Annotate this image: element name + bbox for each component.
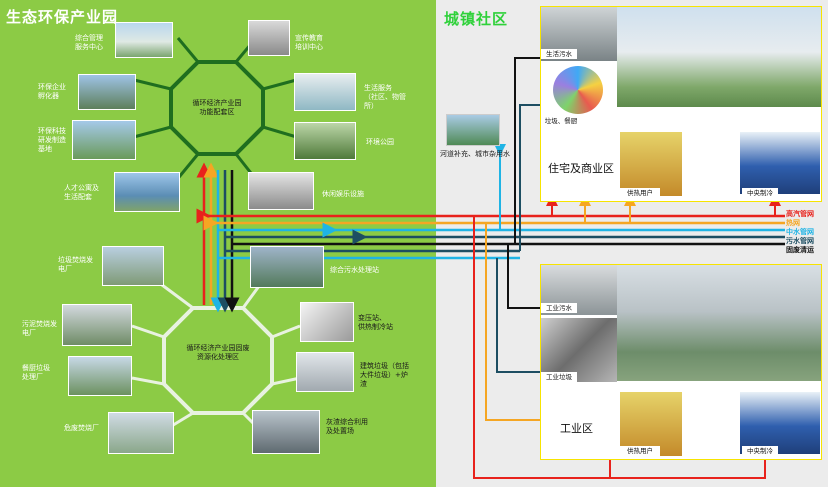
solid-waste-hub-label: 循环经济产业园固废 资源化处理区 [186,344,250,361]
ash-disposal-photo [252,410,320,454]
legend-reclaimed-water: 中水管网 [786,228,814,236]
leisure-facility-photo [248,172,314,210]
town-title: 城镇社区 [444,10,509,28]
industrial-zone-label: 工业区 [560,422,593,435]
env-park-label: 环境公园 [366,138,394,146]
pipeline-legend: 高汽管网 热网 中水管网 污水管网 固废清运 [786,210,814,255]
construction-waste-label: 建筑垃圾（包括 大件垃圾）+炉 渣 [360,362,409,388]
industrial-sewage-tag: 工业污水 [541,303,577,313]
industrial-cooling-tag: 中央制冷 [742,446,778,456]
env-park-photo [294,122,356,160]
legend-solid-waste: 固废清运 [786,246,814,254]
kitchen-waste-plant-photo [68,356,132,396]
sludge-plant-label: 污泥焚烧发 电厂 [22,320,57,337]
residential-heat-tag: 供热用户 [620,188,660,198]
transformer-station-label: 变压站、 供热制冷站 [358,314,393,331]
waste-sphere-icon [553,66,603,114]
domestic-sewage-tag: 生活污水 [541,49,577,59]
hazardous-waste-plant-label: 危废焚烧厂 [64,424,99,432]
legend-heat: 热网 [786,219,800,227]
legend-sewage: 污水管网 [786,237,814,245]
residential-cooling-photo [740,132,820,194]
household-waste-photo [541,62,617,126]
industrial-links [473,216,766,479]
residential-aerial-photo [617,7,821,107]
incubator-label: 环保企业 孵化器 [38,83,66,100]
industrial-waste-tag: 工业垃圾 [541,372,577,382]
admin-center-photo [115,22,173,58]
industrial-waste-photo [541,318,617,382]
education-center-label: 宣传教育 培训中心 [295,34,323,51]
transformer-station-photo [300,302,354,342]
legend-steam: 高汽管网 [786,210,814,218]
garbage-power-plant-photo [102,246,164,286]
function-hub-label: 循环经济产业园 功能配套区 [192,99,242,116]
industrial-heat-photo [620,392,682,456]
kitchen-waste-plant-label: 餐厨垃圾 处理厂 [22,364,50,381]
talent-apartment-photo [114,172,180,212]
industrial-cooling-photo [740,392,820,454]
residential-zone-label: 住宅及商业区 [548,162,614,175]
ash-disposal-label: 灰渣综合利用 及处置场 [326,418,368,435]
incubator-photo [78,74,136,110]
rd-base-label: 环保科技 研发制造 基地 [38,127,66,153]
residential-cooling-tag: 中央制冷 [742,188,778,198]
industrial-heat-tag: 供热用户 [620,446,660,456]
education-center-photo [248,20,290,56]
industrial-aerial-photo [617,265,821,381]
talent-apartment-label: 人才公寓及 生活配套 [64,184,99,201]
leisure-facility-label: 休闲娱乐设施 [322,190,364,198]
admin-center-label: 综合管理 服务中心 [75,34,103,51]
river-photo [446,114,500,146]
sewage-station-photo [250,246,324,288]
sludge-plant-photo [62,304,132,346]
construction-waste-photo [296,352,354,392]
living-service-photo [294,73,356,111]
garbage-power-plant-label: 垃圾焚烧发 电厂 [58,256,93,273]
hazardous-waste-plant-photo [108,412,174,454]
residential-heat-photo [620,132,682,196]
river-label: 河道补充、城市杂用水 [440,150,510,158]
park-title: 生态环保产业园 [6,8,119,26]
living-service-label: 生活服务 （社区、物管 所） [364,84,406,110]
residential-links [494,57,781,251]
household-waste-tag: 垃圾、餐厨 [541,116,581,126]
sewage-station-label: 综合污水处理站 [330,266,379,274]
hub-pipes [196,162,240,313]
rd-base-photo [72,120,136,160]
